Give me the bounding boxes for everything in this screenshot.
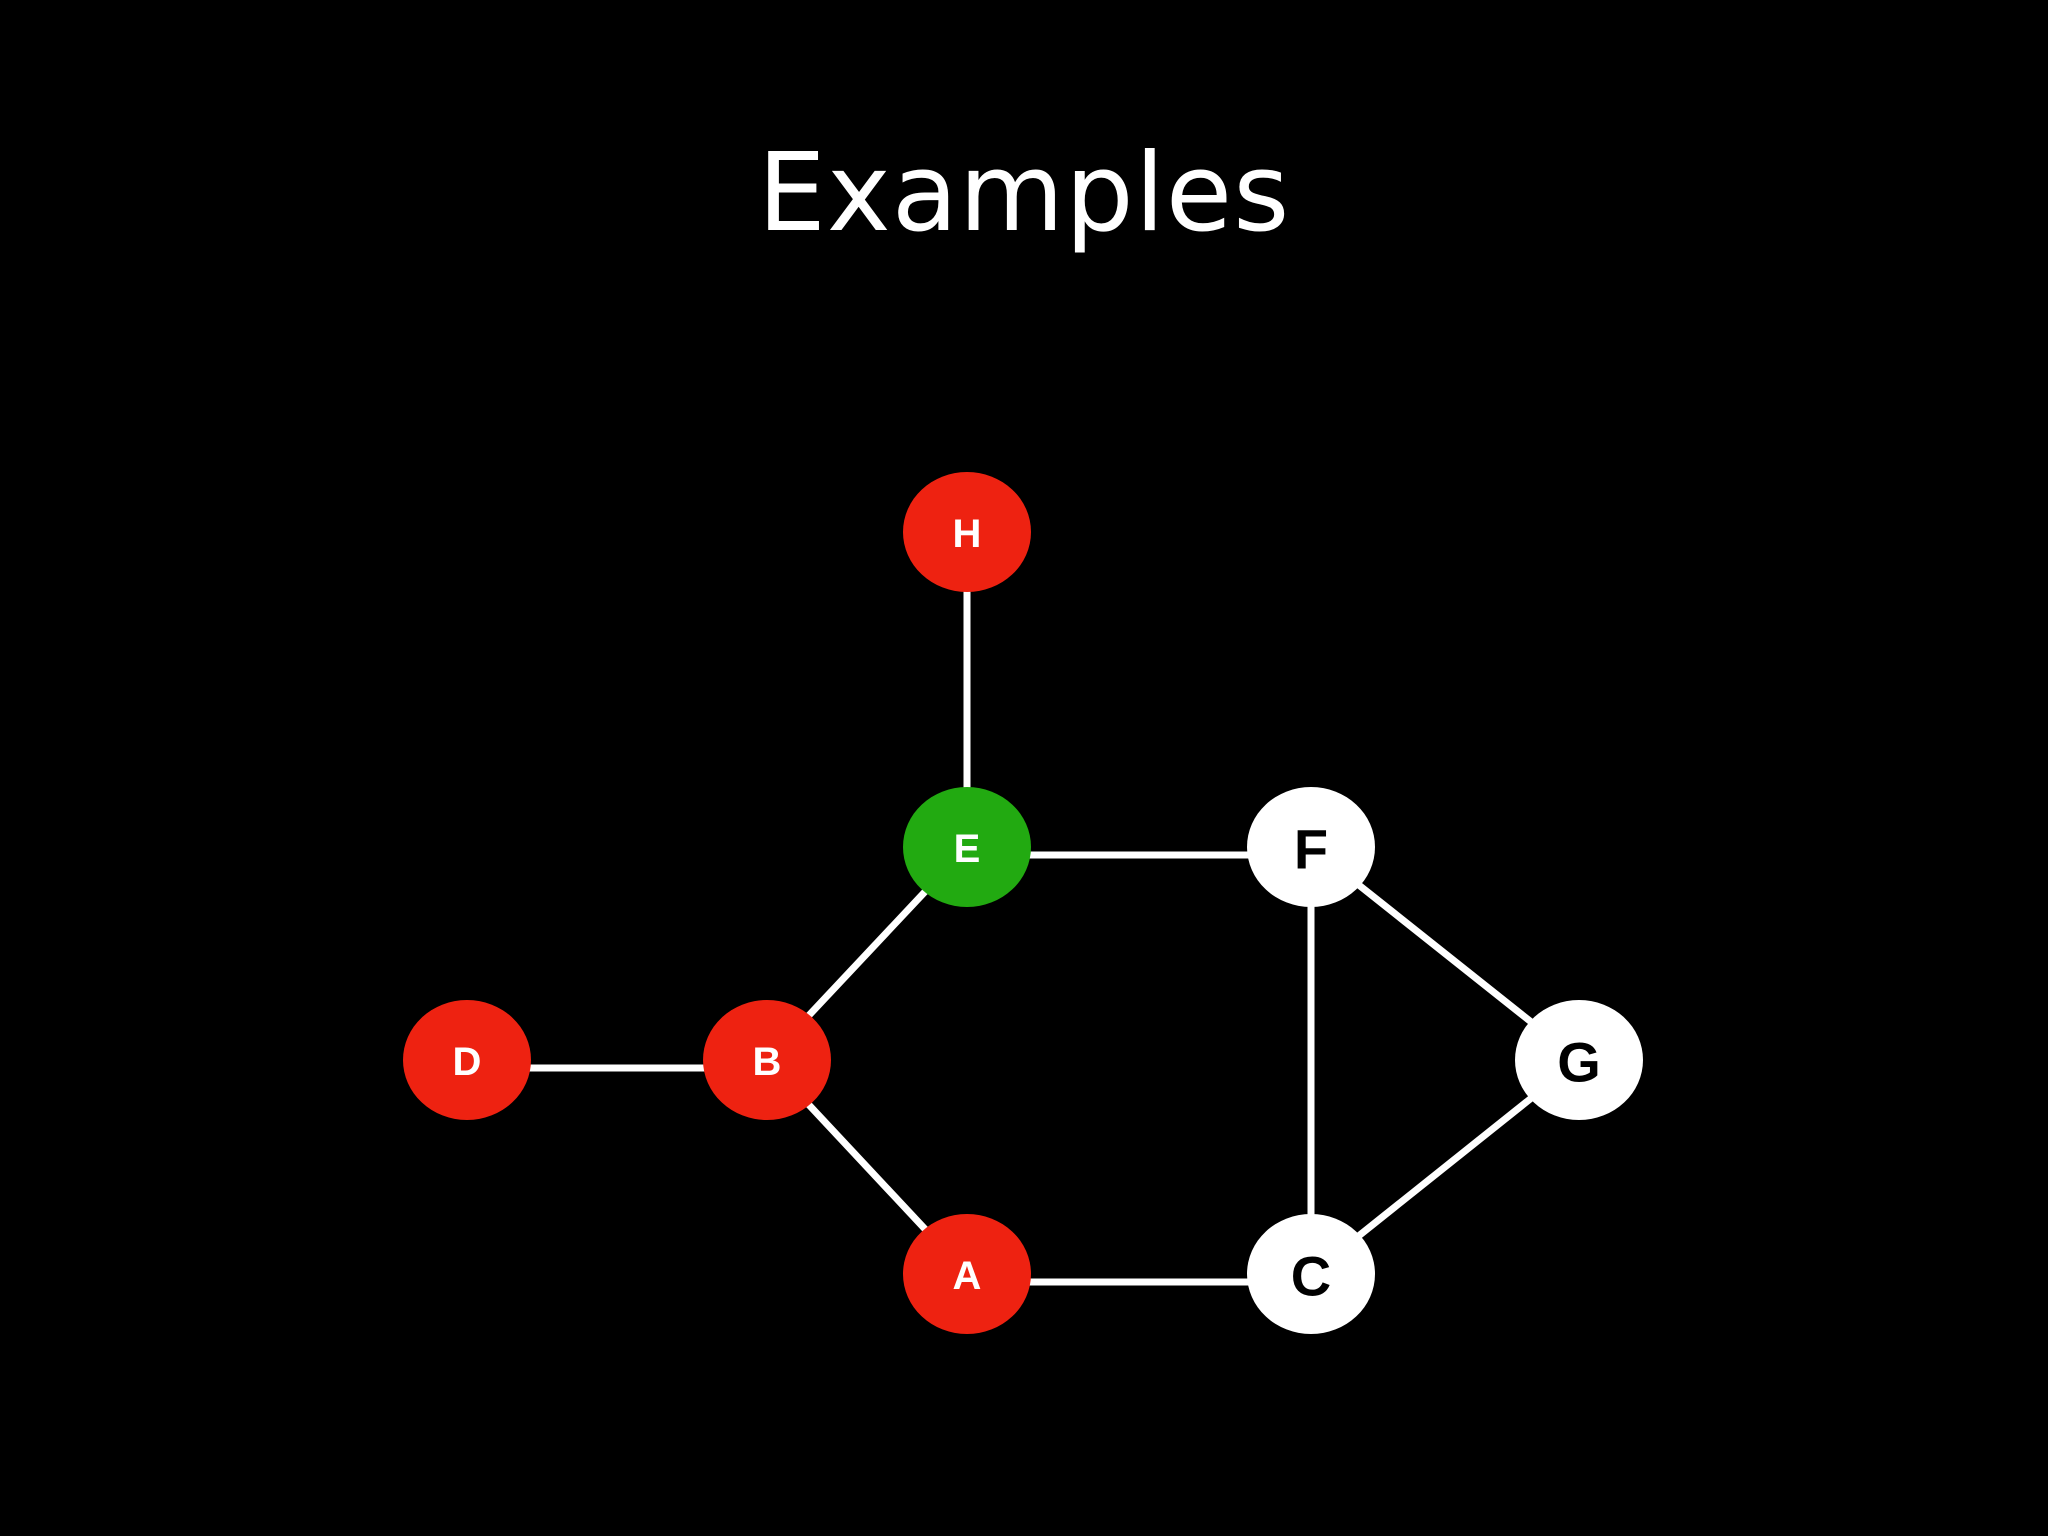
node-h: H xyxy=(903,472,1031,592)
node-b: B xyxy=(703,1000,831,1120)
node-a: A xyxy=(903,1214,1031,1334)
node-d: D xyxy=(403,1000,531,1120)
node-c-label: C xyxy=(1291,1245,1331,1308)
node-f: F xyxy=(1247,787,1375,907)
node-e-label: E xyxy=(954,827,981,871)
node-f-circle xyxy=(1247,787,1375,907)
node-h-label: H xyxy=(953,512,982,556)
nodes-layer: H E F D B G A C xyxy=(403,472,1643,1334)
node-h-circle xyxy=(903,472,1031,592)
node-e-circle xyxy=(903,787,1031,907)
node-g-label: G xyxy=(1557,1031,1601,1094)
slide-title: Examples xyxy=(757,131,1291,256)
node-g-circle xyxy=(1515,1000,1643,1120)
node-a-label: A xyxy=(953,1254,982,1298)
node-e: E xyxy=(903,787,1031,907)
node-b-label: B xyxy=(753,1040,782,1084)
edges-layer xyxy=(467,532,1582,1286)
node-g: G xyxy=(1515,1000,1643,1120)
node-b-circle xyxy=(703,1000,831,1120)
node-a-circle xyxy=(903,1214,1031,1334)
node-d-label: D xyxy=(453,1040,482,1084)
node-f-label: F xyxy=(1294,818,1328,881)
node-c-circle xyxy=(1247,1214,1375,1334)
node-d-circle xyxy=(403,1000,531,1120)
node-c: C xyxy=(1247,1214,1375,1334)
